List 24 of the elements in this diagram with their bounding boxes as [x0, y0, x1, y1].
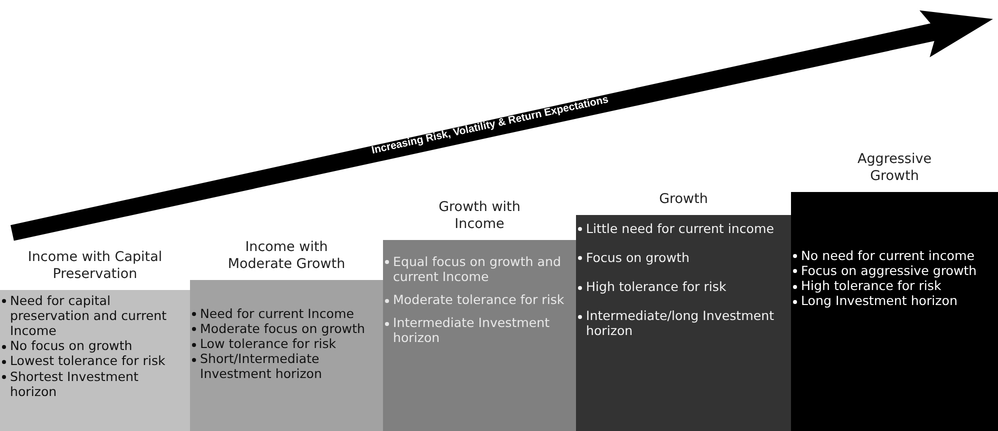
bullet-item: Moderate focus on growth [190, 321, 380, 336]
bullet-item: Lowest tolerance for risk [0, 353, 187, 369]
bullet-item: Intermediate Investment horizon [383, 315, 573, 346]
profile-heading: Growth [658, 191, 709, 208]
bullet-item: No focus on growth [0, 338, 187, 354]
bullet-item: No need for current income [791, 248, 995, 264]
bullet-item: Focus on growth [576, 250, 788, 266]
bullet-item: Focus on aggressive growth [791, 263, 995, 278]
profile-heading: Income with Capital Preservation [26, 249, 164, 283]
bullet-item: High tolerance for risk [576, 279, 788, 294]
profile-heading: Income with Moderate Growth [226, 239, 346, 273]
bullet-item: High tolerance for risk [791, 278, 995, 294]
bullet-item: Shortest Investment horizon [0, 368, 187, 399]
profile-heading: Aggressive Growth [856, 151, 933, 185]
bullet-item: Intermediate/long Investment horizon [576, 308, 788, 339]
bullet-item: Low tolerance for risk [190, 336, 380, 352]
bullet-item: Need for capital preservation and current Income [0, 293, 187, 338]
bullet-item: Equal focus on growth and current Income [383, 254, 573, 284]
bullet-item: Little need for current income [576, 221, 788, 236]
bullet-item: Short/Intermediate Investment horizon [190, 351, 380, 382]
bullet-item: Long Investment horizon [791, 293, 995, 308]
bullet-item: Moderate tolerance for risk [383, 292, 573, 308]
bullet-item: Need for current Income [190, 306, 380, 322]
profile-heading: Growth with Income [438, 199, 522, 233]
